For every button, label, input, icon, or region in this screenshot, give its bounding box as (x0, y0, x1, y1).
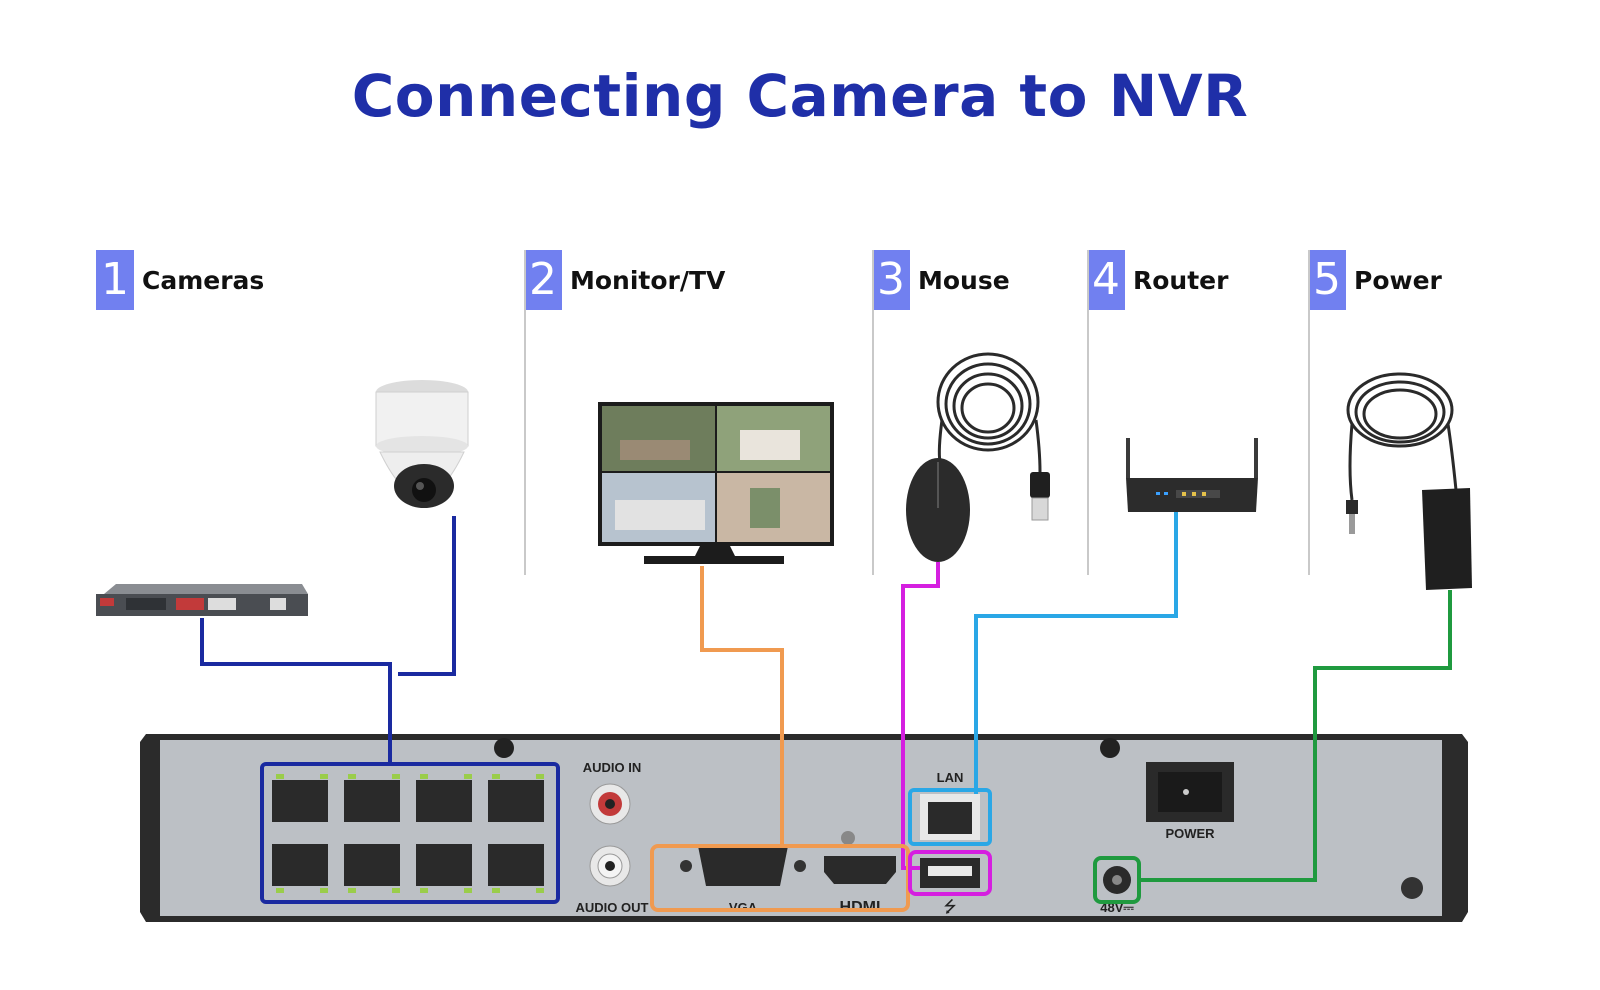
dc-power-jack (1103, 866, 1131, 894)
section-divider (1308, 250, 1310, 575)
label-audio-out: AUDIO OUT (576, 900, 649, 915)
usb-port-highlight (908, 850, 992, 896)
label-hdmi: HDMI (840, 899, 881, 916)
cameras-connection-line (398, 516, 456, 676)
category-label: Cameras (142, 265, 265, 295)
category-router: 4 Router (1087, 250, 1228, 310)
category-number: 2 (524, 250, 562, 310)
router-icon (1126, 438, 1258, 512)
audio-out-jack (589, 845, 631, 887)
router-connection-line (974, 512, 1178, 794)
category-label: Mouse (918, 265, 1010, 295)
power-connection-line (1140, 590, 1452, 882)
usb-symbol-icon: ⭍ (943, 898, 956, 916)
section-divider (872, 250, 874, 575)
poe-ports-highlight (260, 762, 560, 904)
category-number: 5 (1308, 250, 1346, 310)
category-label: Router (1133, 265, 1229, 295)
label-vga: VGA (729, 900, 758, 915)
section-divider (524, 250, 526, 575)
category-power: 5 Power (1308, 250, 1442, 310)
monitor-icon (598, 402, 834, 564)
usb-mouse-icon (906, 352, 1050, 562)
label-lan: LAN (937, 770, 964, 785)
cameras-connection-line (200, 618, 392, 762)
page-title: Connecting Camera to NVR (351, 62, 1249, 130)
power-adapter-icon (1346, 372, 1472, 590)
category-monitor: 2 Monitor/TV (524, 250, 725, 310)
category-number: 4 (1087, 250, 1125, 310)
audio-in-jack (589, 783, 631, 825)
category-number: 1 (96, 250, 134, 310)
category-label: Monitor/TV (570, 265, 726, 295)
category-cameras: 1 Cameras (96, 250, 264, 310)
vga-port (680, 846, 806, 886)
usb-port (920, 858, 980, 888)
power-switch (1146, 762, 1234, 822)
category-label: Power (1354, 265, 1442, 295)
poe-switch-icon (96, 584, 308, 616)
category-number: 3 (872, 250, 910, 310)
section-divider (1087, 250, 1089, 575)
dome-camera-icon (375, 380, 469, 508)
hdmi-port (824, 856, 896, 884)
lan-port (920, 794, 980, 840)
category-mouse: 3 Mouse (872, 250, 1010, 310)
poe-ports (272, 774, 544, 893)
label-power: POWER (1165, 826, 1215, 841)
monitor-connection-line (700, 566, 784, 846)
dc-jack-highlight (1093, 856, 1141, 904)
lan-port-highlight (908, 788, 992, 846)
label-audio-in: AUDIO IN (583, 760, 642, 775)
